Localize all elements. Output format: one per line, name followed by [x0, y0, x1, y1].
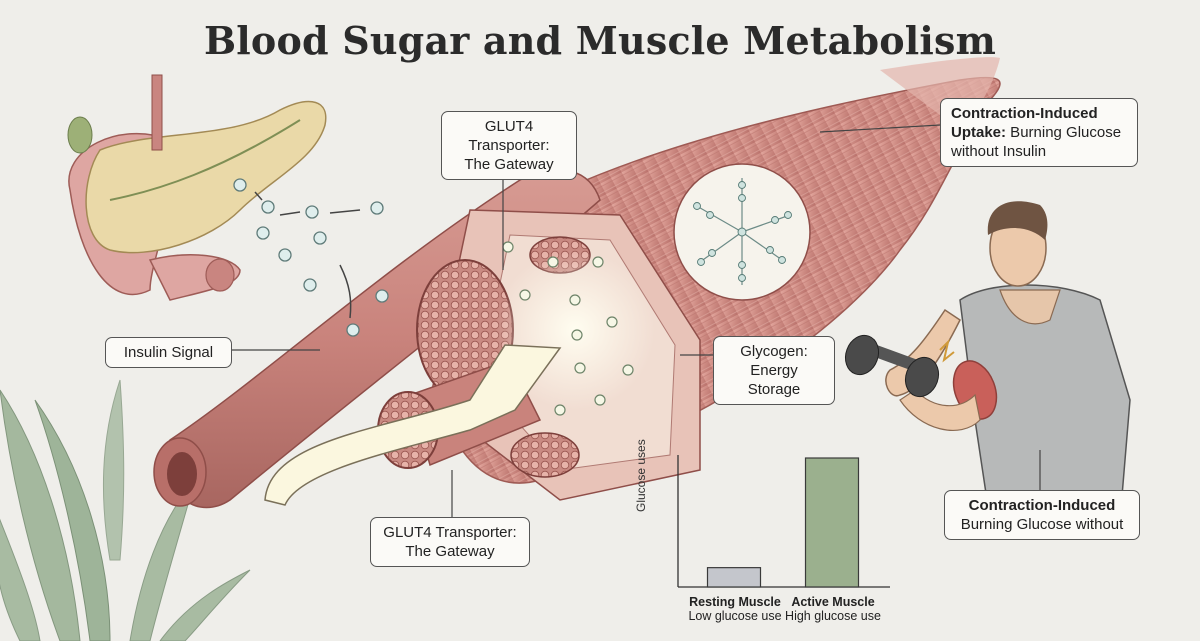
callout-contraction-top-rest: Burning Glucose — [1006, 124, 1122, 141]
callout-insulin-label: Insulin Signal — [123, 344, 214, 361]
callout-contraction-top-line1: Contraction-Induced — [951, 105, 1098, 122]
callout-contraction-top-line3: without Insulin — [951, 143, 1047, 160]
callout-glycogen-line1: Glycogen: — [740, 343, 808, 360]
chart-bar-active — [804, 457, 860, 588]
callout-glut4-bottom: GLUT4 Transporter: The Gateway — [370, 517, 530, 567]
chart-category-resting-sublabel: Low glucose use — [688, 609, 782, 623]
callout-glut4-top-line1: GLUT4 Transporter: — [468, 118, 550, 154]
chart-category-active-label: Active Muscle — [791, 595, 875, 609]
glycogen-circle — [673, 163, 811, 301]
callout-contraction-bottom-line1: Contraction-Induced — [968, 497, 1116, 514]
callout-glut4-top: GLUT4 Transporter: The Gateway — [441, 111, 577, 180]
callout-contraction-top-line2: Uptake: Burning Glucose — [951, 123, 1127, 142]
man-figure — [844, 201, 1131, 521]
callout-glycogen: Glycogen: Energy Storage — [713, 336, 835, 405]
chart-category-resting: Resting Muscle Low glucose use — [680, 595, 790, 623]
callout-contraction-bottom-line2: Burning Glucose without — [960, 516, 1124, 533]
glucose-molecules — [233, 178, 389, 337]
callout-contraction-top-uptake: Uptake: — [951, 124, 1007, 141]
callout-glut4-top-line2: The Gateway — [464, 156, 554, 173]
callout-contraction-bottom: Contraction-Induced Burning Glucose with… — [944, 490, 1140, 540]
pancreas-organ — [67, 74, 327, 301]
callout-glut4-bottom-line2: The Gateway — [405, 543, 495, 560]
chart-category-resting-label: Resting Muscle — [689, 595, 781, 609]
chart-category-active-sublabel: High glucose use — [785, 609, 881, 623]
page-title: Blood Sugar and Muscle Metabolism — [203, 18, 997, 63]
chart-y-label: Glucose uses — [634, 439, 648, 512]
callout-glut4-bottom-line1: GLUT4 Transporter: — [383, 524, 517, 541]
chart-bar-resting — [706, 567, 762, 588]
chart-category-active: Active Muscle High glucose use — [778, 595, 888, 623]
uptake-arrow — [264, 344, 562, 506]
flow-arrows — [254, 191, 361, 319]
callout-glycogen-line2: Energy Storage — [747, 362, 801, 398]
callout-contraction-top: Contraction-Induced Uptake: Burning Gluc… — [940, 98, 1138, 167]
glucose-bar-chart — [677, 455, 890, 588]
callout-insulin-signal: Insulin Signal — [105, 337, 232, 368]
